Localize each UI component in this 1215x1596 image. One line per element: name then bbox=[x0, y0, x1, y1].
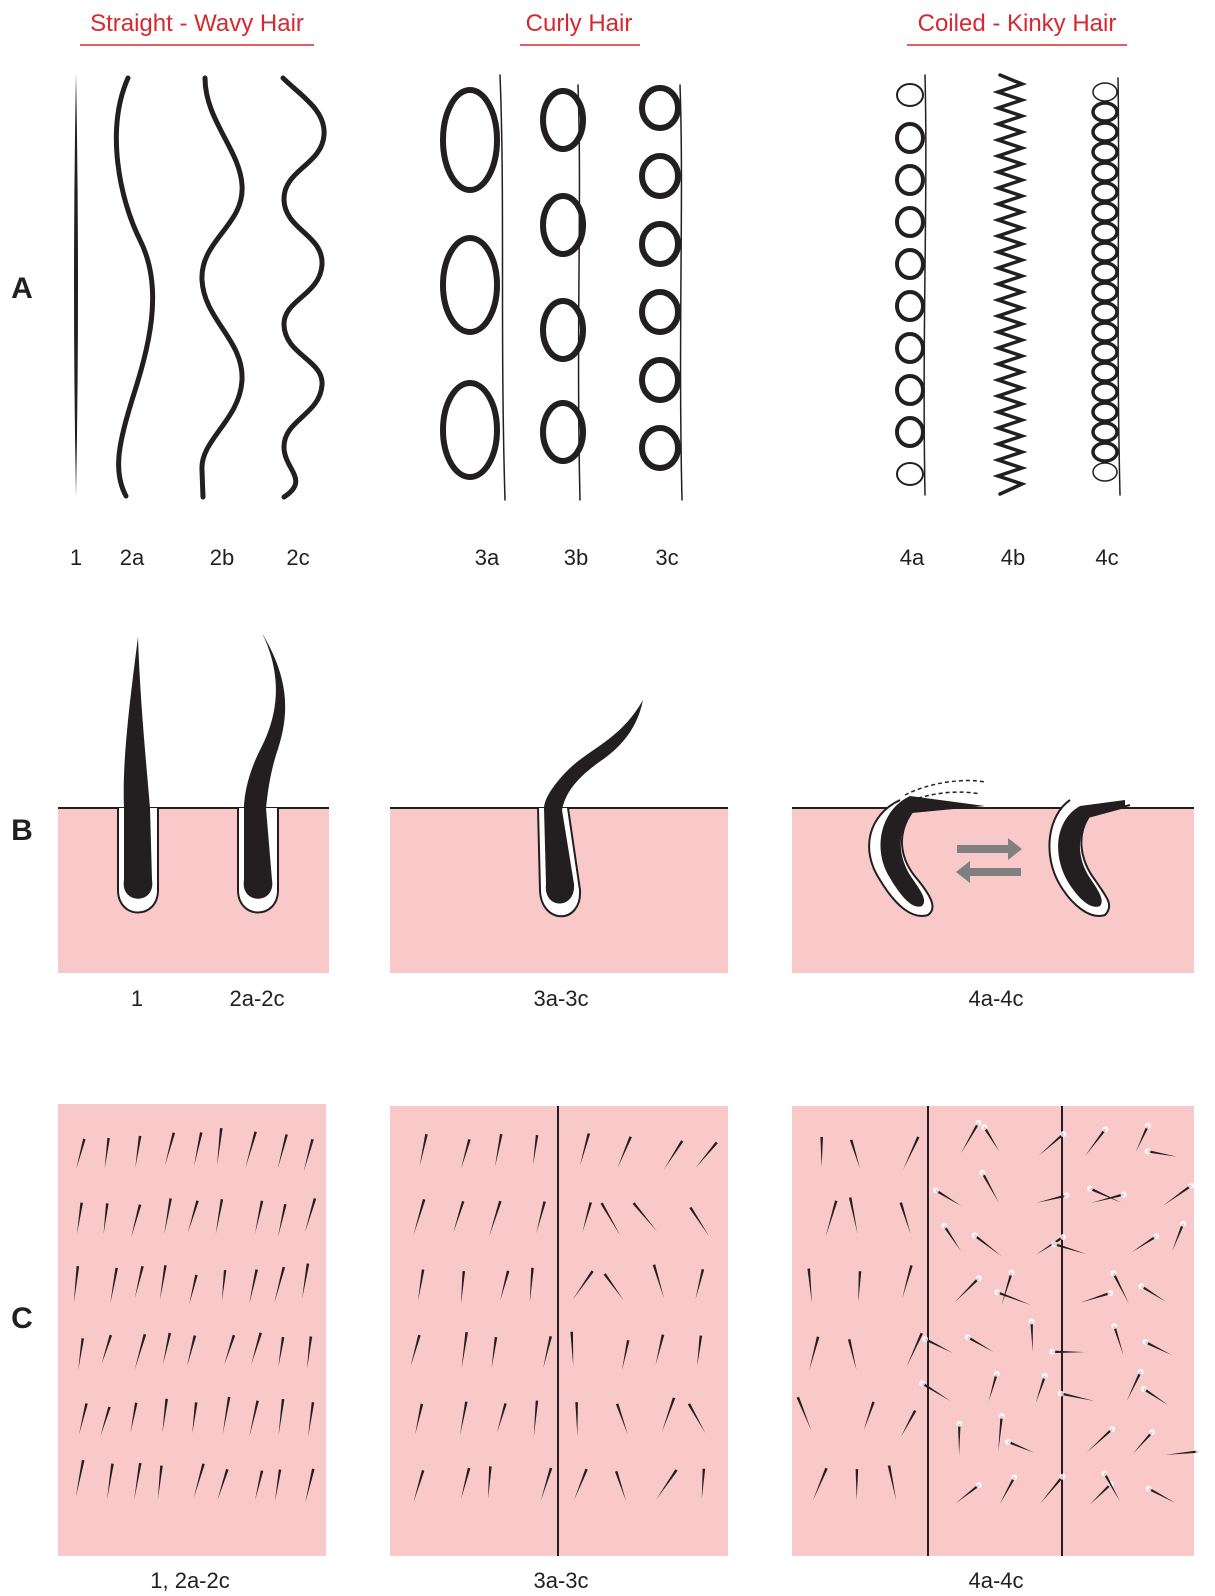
label-2c: 2c bbox=[286, 545, 309, 570]
row-a-labels: 1 2a 2b 2c 3a 3b 3c 4a 4b 4c bbox=[70, 545, 1119, 570]
follicle-dot bbox=[1188, 1183, 1194, 1189]
strand-type-2c bbox=[283, 78, 324, 497]
follicle-dot bbox=[1042, 1373, 1048, 1379]
row-b-follicles bbox=[58, 633, 1194, 973]
follicle-dot bbox=[1005, 1439, 1011, 1445]
follicle-dot bbox=[933, 1187, 939, 1193]
row-b-labels: 1 2a-2c 3a-3c 4a-4c bbox=[131, 986, 1024, 1011]
strand-type-3c bbox=[642, 85, 682, 500]
follicle-dot bbox=[1145, 1123, 1151, 1129]
follicle-dot bbox=[941, 1223, 947, 1229]
follicle-dot bbox=[976, 1482, 982, 1488]
follicle-dot bbox=[980, 1170, 986, 1176]
follicle-dot bbox=[976, 1275, 982, 1281]
follicle-dot bbox=[994, 1371, 1000, 1377]
header-straight-wavy: Straight - Wavy Hair bbox=[90, 10, 304, 37]
strand-type-4b bbox=[998, 75, 1022, 494]
label-1: 1 bbox=[70, 545, 82, 570]
row-a-strands bbox=[74, 73, 1120, 500]
follicle-dot bbox=[1141, 1386, 1147, 1392]
label-c-3a-3c: 3a-3c bbox=[533, 1568, 588, 1593]
follicle-dot bbox=[922, 1336, 928, 1342]
follicle-dot bbox=[1111, 1270, 1117, 1276]
strand-type-1 bbox=[74, 73, 78, 497]
follicle-dot bbox=[1060, 1234, 1066, 1240]
follicle-dot bbox=[1060, 1474, 1066, 1480]
follicle-dot bbox=[1146, 1486, 1152, 1492]
follicle-dot bbox=[956, 1421, 962, 1427]
follicle-dot bbox=[1051, 1241, 1057, 1247]
strand-type-4a bbox=[897, 75, 926, 495]
follicle-dot bbox=[1149, 1429, 1155, 1435]
header-curly: Curly Hair bbox=[526, 10, 633, 37]
label-3c: 3c bbox=[655, 545, 678, 570]
follicle-dot bbox=[1138, 1283, 1144, 1289]
follicle-dot bbox=[981, 1124, 987, 1130]
follicle-dot bbox=[994, 1289, 1000, 1295]
follicle-dot bbox=[965, 1334, 971, 1340]
follicle-dot bbox=[1107, 1290, 1113, 1296]
label-b-4a-4c: 4a-4c bbox=[968, 986, 1023, 1011]
label-b-3a-3c: 3a-3c bbox=[533, 986, 588, 1011]
follicle-dot bbox=[1111, 1323, 1117, 1329]
row-c-labels: 1, 2a-2c 3a-3c 4a-4c bbox=[150, 1568, 1023, 1593]
follicle-dot bbox=[919, 1380, 925, 1386]
follicle-dot bbox=[1138, 1369, 1144, 1375]
skin-panel-straight bbox=[58, 808, 329, 973]
label-4b: 4b bbox=[1001, 545, 1025, 570]
row-label-a: A bbox=[11, 272, 33, 305]
follicle-dot bbox=[1087, 1186, 1093, 1192]
row-label-c: C bbox=[11, 1302, 33, 1335]
follicle-dot bbox=[1029, 1318, 1035, 1324]
follicle-type-1 bbox=[118, 637, 158, 913]
strand-type-3a bbox=[443, 75, 505, 500]
scalp-panel-coiled bbox=[792, 1106, 1194, 1556]
hair-shaft bbox=[124, 637, 153, 899]
follicle-dot bbox=[1109, 1426, 1115, 1432]
scalp-panel-straight bbox=[58, 1104, 326, 1556]
follicle-dot bbox=[1121, 1192, 1127, 1198]
follicle-dot bbox=[1011, 1474, 1017, 1480]
dashed-hair-path bbox=[905, 781, 985, 795]
follicle-dot bbox=[1101, 1470, 1107, 1476]
header-coiled-kinky: Coiled - Kinky Hair bbox=[918, 10, 1117, 37]
label-2b: 2b bbox=[210, 545, 234, 570]
label-4c: 4c bbox=[1095, 545, 1118, 570]
follicle-dot bbox=[1196, 1449, 1202, 1455]
follicle-dot bbox=[1142, 1339, 1148, 1345]
strand-type-2b bbox=[202, 78, 242, 497]
follicle-dot bbox=[1153, 1233, 1159, 1239]
follicle-dot bbox=[972, 1232, 978, 1238]
follicle-dot bbox=[975, 1120, 981, 1126]
row-label-b: B bbox=[11, 814, 33, 847]
strand-type-3b bbox=[543, 85, 583, 500]
follicle-dot bbox=[1009, 1270, 1015, 1276]
label-c-4a-4c: 4a-4c bbox=[968, 1568, 1023, 1593]
follicle-dot bbox=[1102, 1126, 1108, 1132]
strand-type-4c bbox=[1093, 78, 1120, 495]
follicle-dot bbox=[1058, 1391, 1064, 1397]
follicle-dot bbox=[999, 1413, 1005, 1419]
skin-panel-coiled bbox=[792, 808, 1194, 973]
label-c-1-2a-2c: 1, 2a-2c bbox=[150, 1568, 230, 1593]
follicle-dot bbox=[1180, 1221, 1186, 1227]
strand-type-2a bbox=[116, 78, 152, 496]
label-3a: 3a bbox=[475, 545, 500, 570]
label-b-1: 1 bbox=[131, 986, 143, 1011]
label-3b: 3b bbox=[564, 545, 588, 570]
label-b-2a-2c: 2a-2c bbox=[229, 986, 284, 1011]
label-2a: 2a bbox=[120, 545, 145, 570]
row-c-panels bbox=[58, 1104, 1202, 1556]
label-4a: 4a bbox=[900, 545, 925, 570]
follicle-dot bbox=[1049, 1349, 1055, 1355]
follicle-dot bbox=[1063, 1192, 1069, 1198]
follicle-type-2 bbox=[238, 633, 285, 913]
follicle-dot bbox=[1145, 1148, 1151, 1154]
follicle-dot bbox=[1060, 1131, 1066, 1137]
